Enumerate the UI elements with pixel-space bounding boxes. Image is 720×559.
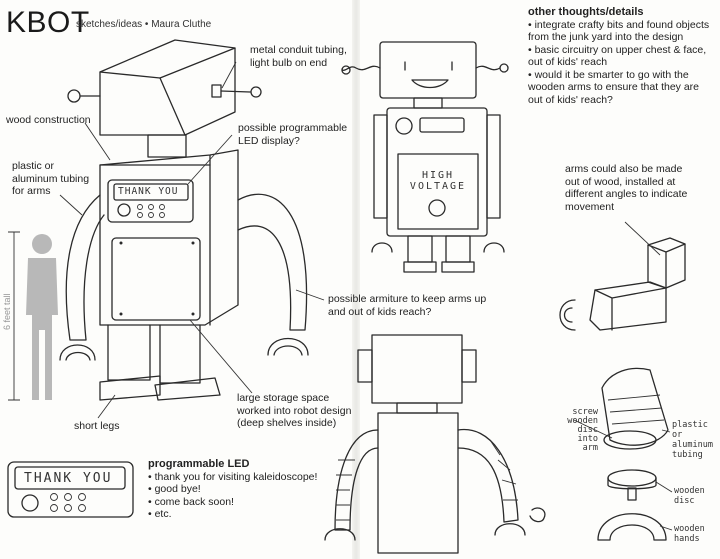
led-message: thank you for visiting kaleidoscope!: [148, 471, 318, 484]
note-storage: large storage space worked into robot de…: [237, 392, 351, 430]
note-line: LED display?: [238, 134, 300, 147]
back-robot-sketch: [324, 334, 546, 554]
led-message-list: programmable LED thank you for visiting …: [148, 458, 317, 521]
page-gutter: [352, 0, 360, 559]
label-line: aluminum: [672, 440, 713, 450]
note-short-legs: short legs: [74, 420, 120, 432]
label-line: wooden: [674, 486, 705, 496]
note-line: worked into robot design: [237, 404, 352, 417]
led-heading: programmable LED: [148, 458, 250, 470]
other-thoughts: other thoughts/details integrate crafty …: [528, 6, 716, 106]
led-message: come back soon!: [148, 496, 317, 509]
note-line: different angles to indicate: [565, 188, 688, 200]
main-robot-sketch: [59, 39, 325, 419]
label-hands: wooden hands: [674, 524, 705, 544]
label-line: or: [672, 430, 683, 440]
note-armiture: possible armiture to keep arms up and ou…: [328, 293, 486, 318]
high-voltage-label: HIGH VOLTAGE: [402, 170, 474, 192]
thought-item: integrate crafty bits and found objects …: [528, 19, 716, 44]
label-line: screw: [572, 407, 598, 417]
note-line: aluminum tubing: [12, 172, 90, 185]
note-line: possible programmable: [238, 122, 348, 134]
note-line: for arms: [12, 185, 51, 197]
note-line: (deep shelves inside): [237, 417, 337, 429]
note-line: plastic or: [12, 160, 55, 172]
note-line: out of wood, installed at: [565, 175, 676, 188]
label-line: disc: [674, 496, 695, 506]
label-disc: wooden disc: [674, 486, 705, 506]
led-message: etc.: [148, 508, 317, 521]
note-arm-tubing: plastic or aluminum tubing for arms: [12, 160, 89, 198]
label-screw: screw wooden disc into arm: [548, 408, 598, 453]
other-thoughts-heading: other thoughts/details: [528, 6, 644, 18]
note-line: movement: [565, 200, 615, 213]
note-wood-construction: wood construction: [6, 114, 91, 126]
note-line: and out of kids reach?: [328, 305, 432, 318]
panel-word: VOLTAGE: [409, 181, 467, 192]
led-panel-sketch: [7, 461, 134, 518]
label-line: tubing: [672, 450, 703, 460]
note-metal-conduit: metal conduit tubing, light bulb on end: [250, 44, 347, 69]
label-line: wooden: [674, 524, 705, 534]
label-line: arm: [582, 443, 598, 453]
note-wooden-arms: arms could also be made out of wood, ins…: [565, 163, 687, 213]
panel-word: HIGH: [421, 170, 455, 181]
thought-item: basic circuitry on upper chest & face, o…: [528, 44, 716, 69]
label-line: disc: [577, 425, 598, 435]
note-line: large storage space: [237, 392, 330, 404]
note-programmable-display: possible programmable LED display?: [238, 122, 347, 147]
page-subtitle: sketches/ideas • Maura Cluthe: [76, 19, 212, 30]
panel-led-text: THANK YOU: [24, 471, 113, 486]
person-silhouette: [8, 231, 58, 401]
label-line: plastic: [672, 420, 708, 430]
joint-detail-sketch: [573, 367, 673, 541]
led-message: good bye!: [148, 483, 317, 496]
note-line: arms could also be made: [565, 163, 683, 175]
page-title: KBOT: [6, 6, 90, 39]
label-tubing: plastic or aluminum tubing: [672, 420, 713, 460]
thought-item: would it be smarter to go with the woode…: [528, 69, 716, 107]
torso-led-text: THANK YOU: [118, 186, 179, 197]
note-line: possible armiture to keep arms up: [328, 293, 487, 305]
label-line: into: [577, 434, 598, 444]
height-label: 6 feet tall: [2, 293, 12, 330]
note-line: light bulb on end: [250, 56, 328, 69]
wooden-arm-sketch: [559, 221, 686, 331]
note-line: metal conduit tubing,: [250, 44, 347, 56]
label-line: hands: [674, 534, 700, 544]
label-line: wooden: [567, 416, 598, 426]
front-robot-sketch: [341, 41, 509, 273]
